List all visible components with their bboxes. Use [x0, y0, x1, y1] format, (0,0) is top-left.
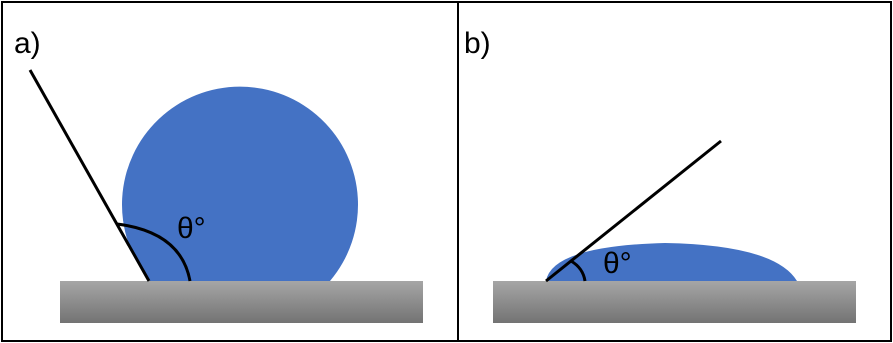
- panel-b-tangent-line: [545, 139, 722, 283]
- panel-a-angle-label: θ°: [177, 212, 206, 245]
- panel-a-label: a): [14, 27, 41, 60]
- panel-a: a) θ°: [14, 27, 423, 323]
- panel-b-angle-label: θ°: [603, 247, 632, 280]
- panel-b-substrate: [493, 281, 856, 323]
- panel-a-substrate: [60, 281, 423, 323]
- panel-b-droplet: [546, 243, 797, 281]
- panel-b-angle-arc: [570, 259, 587, 282]
- panel-a-droplet: [122, 86, 359, 281]
- panel-b-label: b): [464, 27, 491, 60]
- panel-a-tangent-line: [28, 69, 151, 282]
- panel-a-angle-arc: [116, 222, 192, 282]
- panel-b: b) θ°: [464, 27, 856, 323]
